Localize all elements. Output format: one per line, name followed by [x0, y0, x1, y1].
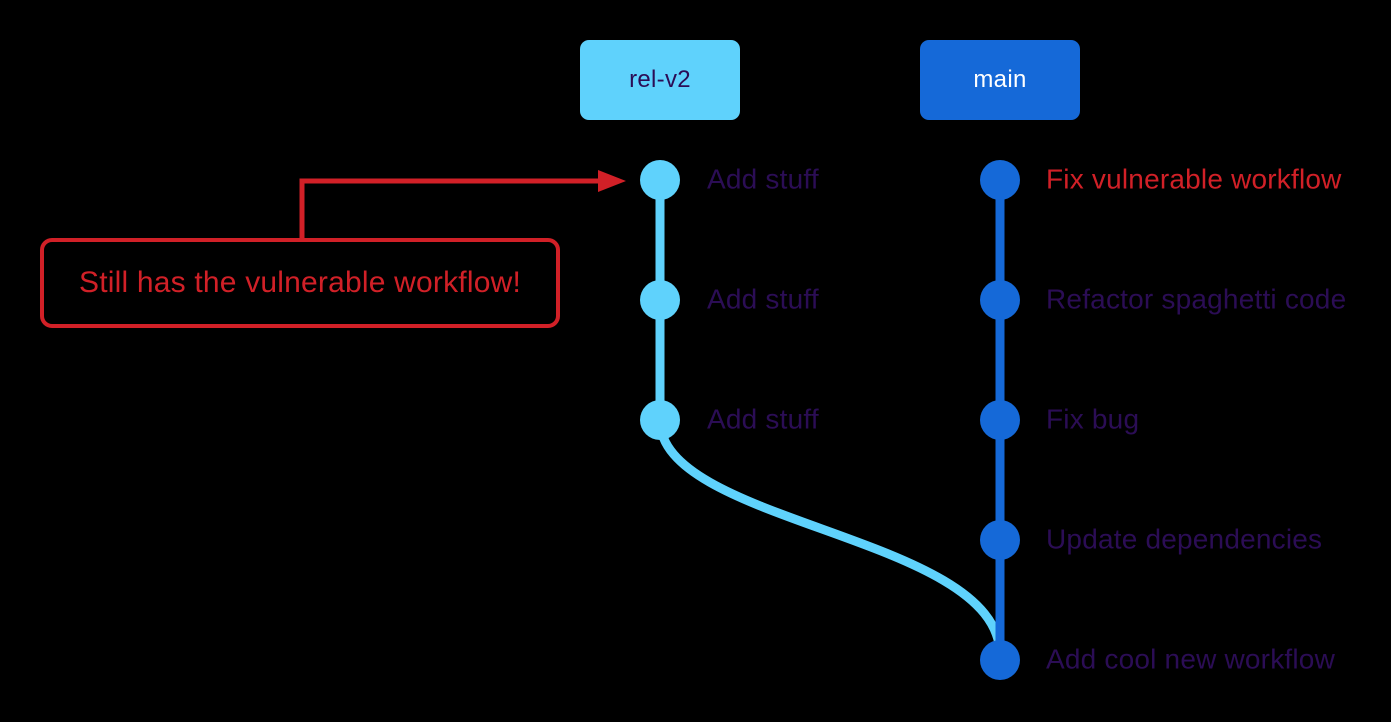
- branch-label-rel-v2-text: rel-v2: [629, 66, 691, 93]
- annotation-arrow-line: [299, 178, 602, 238]
- commit-dot-relv2-3: [640, 400, 680, 440]
- annotation-arrowhead-icon: [598, 170, 626, 192]
- commit-dot-main-4: [980, 520, 1020, 560]
- branch-label-main-text: main: [973, 66, 1027, 93]
- commit-dot-main-3: [980, 400, 1020, 440]
- commit-dot-main-2: [980, 280, 1020, 320]
- commit-dot-main-5: [980, 640, 1020, 680]
- commit-message: Add stuff: [707, 283, 819, 315]
- commit-message-vulnerable: Fix vulnerable workflow: [1046, 163, 1342, 195]
- commit-dot-relv2-2: [640, 280, 680, 320]
- commit-message: Refactor spaghetti code: [1046, 283, 1347, 315]
- branch-fork-curve: [655, 419, 1005, 656]
- commit-message: Update dependencies: [1046, 523, 1323, 555]
- commit-message: Add cool new workflow: [1046, 643, 1335, 675]
- commit-dot-main-1: [980, 160, 1020, 200]
- commit-dot-relv2-1: [640, 160, 680, 200]
- branch-label-rel-v2: rel-v2: [580, 40, 740, 120]
- commit-message: Add stuff: [707, 403, 819, 435]
- commit-message: Fix bug: [1046, 403, 1140, 435]
- branch-label-main: main: [920, 40, 1080, 120]
- annotation-text: Still has the vulnerable workflow!: [78, 266, 521, 299]
- commit-message: Add stuff: [707, 163, 819, 195]
- annotation-callout: Still has the vulnerable workflow!: [40, 238, 560, 328]
